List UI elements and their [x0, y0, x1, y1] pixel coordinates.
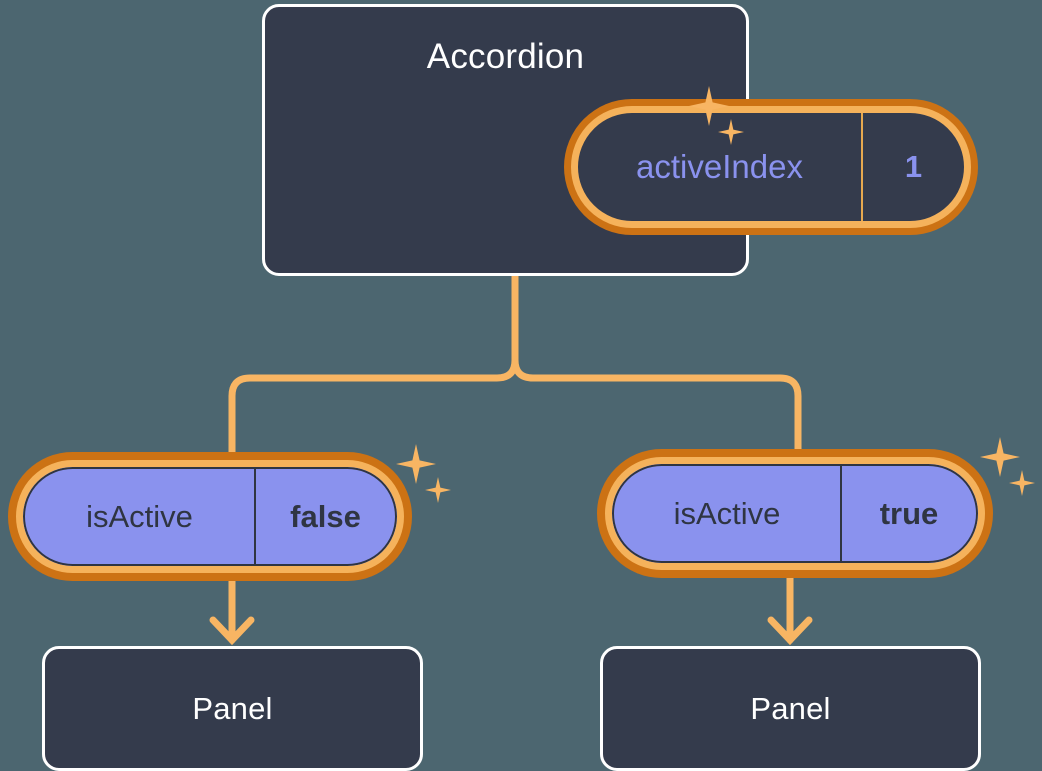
- sparkle-large-icon: [980, 437, 1020, 477]
- sparkle-small-icon: [1009, 470, 1035, 496]
- component-node-panel-right[interactable]: Panel: [600, 646, 981, 771]
- prop-pill-inner: isActive true: [612, 464, 978, 563]
- component-title-panel-left: Panel: [192, 691, 273, 726]
- state-pill-activeindex[interactable]: activeIndex 1: [571, 106, 971, 228]
- prop-pill-key: isActive: [25, 469, 256, 564]
- state-pill-value: 1: [904, 149, 923, 184]
- prop-pill-isactive-left[interactable]: isActive false: [16, 460, 404, 573]
- connector-branch-left: [228, 356, 519, 456]
- connector-branch-right: [511, 356, 802, 454]
- sparkle-large-icon: [396, 444, 436, 484]
- component-node-panel-left[interactable]: Panel: [42, 646, 423, 771]
- component-node-accordion[interactable]: Accordion activeIndex 1: [262, 4, 971, 276]
- state-pill-key: activeIndex: [578, 113, 863, 221]
- prop-pill-inner: isActive false: [23, 467, 397, 566]
- prop-pill-isactive-right[interactable]: isActive true: [605, 457, 985, 570]
- prop-pill-value: false: [290, 498, 361, 534]
- component-title-accordion: Accordion: [426, 37, 585, 76]
- arrowhead-right: [767, 616, 813, 646]
- prop-pill-value: true: [879, 495, 939, 531]
- component-title-panel-right: Panel: [750, 691, 831, 726]
- arrowhead-left: [209, 616, 255, 646]
- sparkle-small-icon: [425, 477, 451, 503]
- prop-pill-key: isActive: [614, 466, 842, 561]
